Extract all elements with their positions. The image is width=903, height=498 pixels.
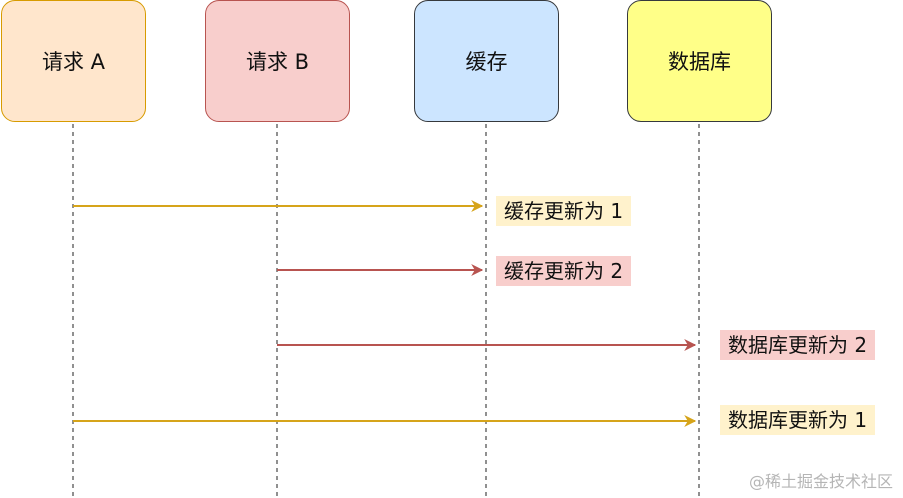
actor-request-a: 请求 A (1, 0, 146, 122)
message-label-database-1: 数据库更新为 1 (720, 405, 876, 435)
actor-label: 数据库 (668, 50, 731, 74)
message-label-cache-1: 缓存更新为 1 (496, 196, 632, 226)
message-label-database-2: 数据库更新为 2 (720, 330, 876, 360)
watermark: @稀土掘金技术社区 (748, 472, 893, 491)
actor-label: 请求 B (245, 50, 310, 74)
message-label-cache-2: 缓存更新为 2 (496, 256, 632, 286)
actor-cache: 缓存 (414, 0, 559, 122)
actor-database: 数据库 (627, 0, 772, 122)
actor-request-b: 请求 B (205, 0, 350, 122)
actor-label: 请求 A (41, 50, 106, 74)
actor-label: 缓存 (465, 50, 508, 74)
